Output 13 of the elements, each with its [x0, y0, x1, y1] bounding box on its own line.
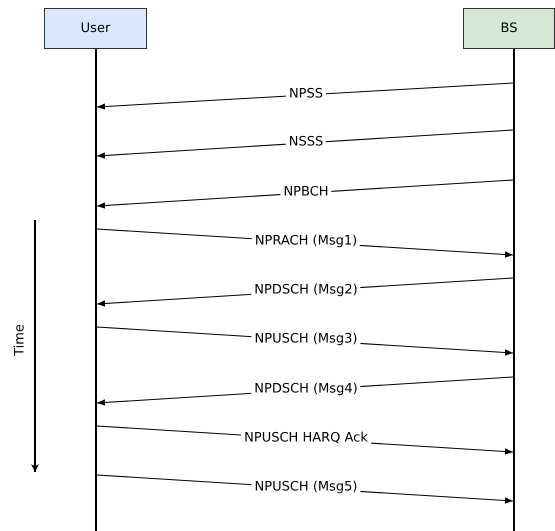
edge-label: NPDSCH (Msg2) — [251, 282, 361, 298]
arrow — [96, 82, 514, 110]
axis-label: Time — [12, 324, 28, 356]
participant-box: BS — [463, 8, 555, 49]
participant-box: User — [44, 8, 147, 49]
edge-label: NPUSCH (Msg5) — [252, 480, 360, 494]
edge-label: NPUSCH (Msg3) — [252, 332, 360, 346]
edge-label: NPDSCH (Msg4) — [251, 382, 361, 396]
lifeline — [95, 49, 97, 531]
arrow — [96, 130, 514, 159]
lifeline — [513, 49, 515, 531]
edge-label: NPRACH (Msg1) — [252, 234, 360, 248]
edge-label: NPUSCH HARQ Ack — [241, 430, 371, 446]
